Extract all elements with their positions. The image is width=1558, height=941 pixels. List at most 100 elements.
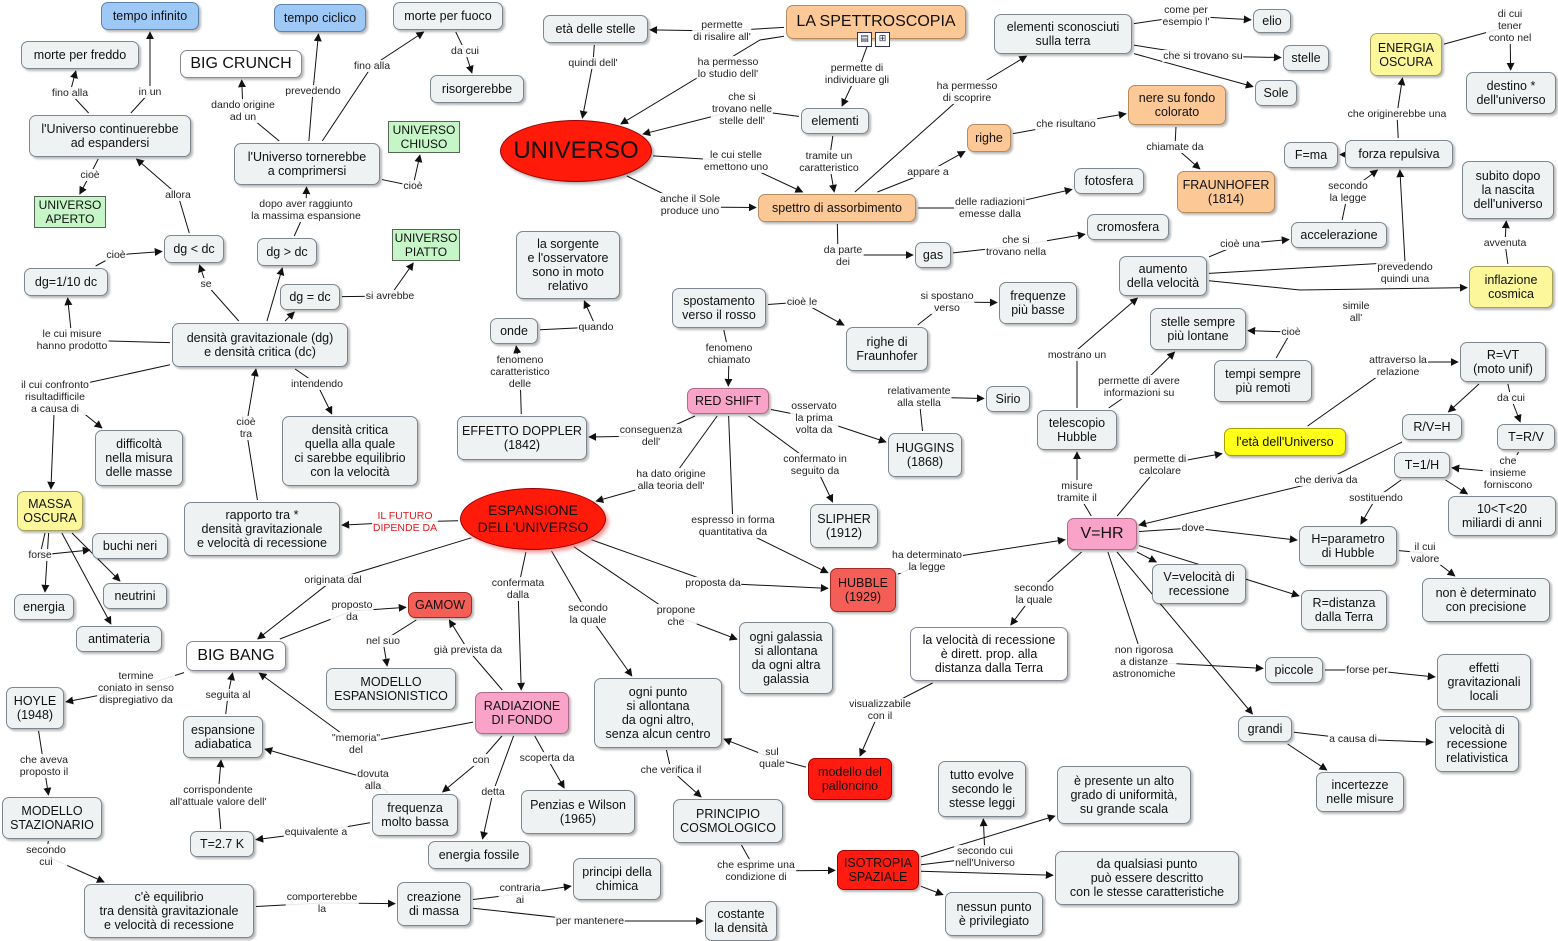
concept-incertezze[interactable]: incertezze nelle misure: [1316, 772, 1404, 812]
concept-fma[interactable]: F=ma: [1284, 142, 1338, 168]
concept-tornerebbe[interactable]: l'Universo tornerebbe a comprimersi: [234, 143, 380, 185]
concept-spostamento[interactable]: spostamento verso il rosso: [672, 288, 766, 328]
concept-piccole[interactable]: piccole: [1265, 657, 1323, 683]
concept-effetti-grav[interactable]: effetti gravitazionali locali: [1437, 654, 1531, 710]
concept-espansione-adiab[interactable]: espansione adiabatica: [183, 716, 263, 758]
concept-universo[interactable]: UNIVERSO: [500, 120, 652, 182]
concept-miliardi[interactable]: 10<T<20 miliardi di anni: [1448, 496, 1556, 536]
concept-red-shift[interactable]: RED SHIFT: [687, 388, 769, 414]
concept-righe-fraunhofer[interactable]: righe di Fraunhofer: [846, 327, 928, 371]
concept-uniformita[interactable]: è presente un alto grado di uniformità, …: [1057, 766, 1191, 824]
concept-energia-fossile[interactable]: energia fossile: [428, 841, 530, 869]
concept-elementi[interactable]: elementi: [801, 108, 869, 134]
concept-tempo-ciclico[interactable]: tempo ciclico: [274, 4, 366, 32]
concept-cromosfera[interactable]: cromosfera: [1087, 214, 1169, 240]
concept-t27[interactable]: T=2.7 K: [190, 831, 254, 857]
concept-vhr[interactable]: V=HR: [1067, 518, 1137, 550]
concept-h-param[interactable]: H=parametro di Hubble: [1299, 526, 1397, 566]
concept-big-crunch[interactable]: BIG CRUNCH: [180, 50, 302, 78]
concept-antimateria[interactable]: antimateria: [76, 626, 162, 652]
concept-modello-staz[interactable]: MODELLO STAZIONARIO: [2, 797, 102, 839]
concept-frequenza-bassa[interactable]: frequenza molto bassa: [372, 794, 458, 836]
concept-righe[interactable]: righe: [967, 124, 1011, 152]
concept-ogni-punto[interactable]: ogni punto si allontana da ogni altro, s…: [594, 678, 722, 748]
concept-densita-critica[interactable]: densità critica quella alla quale ci sar…: [282, 416, 418, 486]
concept-espansione[interactable]: ESPANSIONE DELL'UNIVERSO: [460, 488, 606, 550]
concept-principi-chimica[interactable]: principi della chimica: [573, 858, 661, 900]
concept-dg-minore[interactable]: dg < dc: [164, 235, 224, 263]
concept-spettro[interactable]: spettro di assorbimento: [758, 194, 916, 222]
concept-tempi-remoti[interactable]: tempi sempre più remoti: [1214, 360, 1312, 402]
concept-isotropia[interactable]: ISOTROPIA SPAZIALE: [837, 850, 919, 890]
concept-stelle[interactable]: stelle: [1283, 45, 1329, 71]
concept-nessun-punto[interactable]: nessun punto è privilegiato: [945, 892, 1043, 936]
concept-big-bang[interactable]: BIG BANG: [186, 641, 286, 671]
concept-modello-esp[interactable]: MODELLO ESPANSIONISTICO: [326, 668, 456, 710]
concept-sorgente[interactable]: la sorgente e l'osservatore sono in moto…: [516, 231, 620, 299]
concept-rapporto[interactable]: rapporto tra * densità gravitazionale e …: [184, 502, 340, 556]
concept-map-icon[interactable]: ⊞: [875, 32, 890, 47]
concept-vel-recessione-dir[interactable]: la velocità di recessione è dirett. prop…: [910, 627, 1068, 681]
concept-v-vel[interactable]: V=velocità di recessione: [1152, 564, 1246, 604]
concept-massa-oscura[interactable]: MASSA OSCURA: [17, 491, 83, 531]
concept-ogni-galassia[interactable]: ogni galassia si allontana da ogni altra…: [739, 622, 833, 694]
concept-radiazione[interactable]: RADIAZIONE DI FONDO: [475, 692, 569, 734]
concept-tutto-evolve[interactable]: tutto evolve secondo le stesse leggi: [938, 761, 1026, 817]
concept-equilibrio[interactable]: c'è equilibrio tra densità gravitazional…: [84, 884, 254, 938]
concept-risorgerebbe[interactable]: risorgerebbe: [430, 75, 524, 103]
concept-destino[interactable]: destino * dell'universo: [1466, 72, 1556, 114]
concept-hubble-1929[interactable]: HUBBLE (1929): [830, 568, 896, 612]
concept-spettroscopia[interactable]: LA SPETTROSCOPIA: [786, 5, 966, 39]
concept-palloncino[interactable]: modello del palloncino: [808, 758, 892, 800]
concept-t1h[interactable]: T=1/H: [1394, 452, 1450, 478]
concept-nere-fondo[interactable]: nere su fondo colorato: [1128, 85, 1226, 125]
concept-costante-densita[interactable]: costante la densità: [705, 901, 777, 941]
concept-morte-freddo[interactable]: morte per freddo: [21, 41, 139, 69]
concept-morte-fuoco[interactable]: morte per fuoco: [393, 2, 503, 30]
concept-energia[interactable]: energia: [14, 594, 74, 620]
concept-creazione-massa[interactable]: creazione di massa: [397, 882, 471, 926]
concept-energia-oscura[interactable]: ENERGIA OSCURA: [1370, 33, 1442, 76]
concept-continuerebbe[interactable]: l'Universo continuerebbe ad espandersi: [29, 115, 191, 157]
concept-stelle-lontane[interactable]: stelle sempre più lontane: [1150, 308, 1246, 350]
concept-slipher[interactable]: SLIPHER (1912): [810, 504, 878, 548]
concept-telescopio-hubble[interactable]: telescopio Hubble: [1037, 410, 1117, 450]
concept-aumento-velocita[interactable]: aumento della velocità: [1119, 256, 1207, 296]
concept-universo-aperto[interactable]: UNIVERSO APERTO: [34, 196, 106, 228]
concept-tempo-infinito[interactable]: tempo infinito: [101, 2, 199, 30]
concept-elio[interactable]: elio: [1253, 9, 1291, 33]
concept-r-dist[interactable]: R=distanza dalla Terra: [1301, 590, 1387, 630]
concept-qualsiasi-punto[interactable]: da qualsiasi punto può essere descritto …: [1055, 851, 1239, 905]
concept-dg-uguale[interactable]: dg = dc: [280, 284, 340, 310]
concept-onde[interactable]: onde: [490, 318, 538, 344]
concept-inflazione[interactable]: inflazione cosmica: [1469, 266, 1553, 308]
concept-forza-repulsiva[interactable]: forza repulsiva: [1345, 140, 1453, 168]
concept-grandi[interactable]: grandi: [1238, 716, 1292, 742]
concept-rvt[interactable]: R=VT (moto unif): [1460, 342, 1546, 382]
concept-gas[interactable]: gas: [915, 242, 951, 268]
concept-fraunhofer-1814[interactable]: FRAUNHOFER (1814): [1177, 171, 1275, 213]
concept-dg-110[interactable]: dg=1/10 dc: [24, 268, 108, 296]
concept-non-determinato[interactable]: non è determinato con precisione: [1422, 578, 1550, 622]
concept-eta-universo[interactable]: l'età dell'Universo: [1224, 428, 1346, 456]
concept-difficolta[interactable]: difficoltà nella misura delle masse: [95, 430, 183, 486]
concept-subito-dopo[interactable]: subito dopo la nascita dell'universo: [1462, 161, 1554, 219]
concept-gamow[interactable]: GAMOW: [408, 592, 472, 618]
concept-hoyle[interactable]: HOYLE (1948): [6, 687, 64, 729]
concept-effetto-doppler[interactable]: EFFETTO DOPPLER (1842): [457, 416, 587, 460]
note-icon[interactable]: ▤: [857, 32, 872, 47]
concept-frequenze-basse[interactable]: frequenze più basse: [999, 282, 1077, 324]
concept-buchi-neri[interactable]: buchi neri: [92, 533, 168, 559]
concept-trv[interactable]: T=R/V: [1497, 424, 1555, 450]
concept-penzias[interactable]: Penzias e Wilson (1965): [521, 790, 635, 834]
concept-accelerazione[interactable]: accelerazione: [1291, 222, 1387, 248]
concept-huggins[interactable]: HUGGINS (1868): [888, 433, 962, 477]
concept-densita-grav[interactable]: densità gravitazionale (dg) e densità cr…: [172, 323, 348, 367]
concept-neutrini[interactable]: neutrini: [103, 583, 167, 609]
concept-eta-stelle[interactable]: età delle stelle: [543, 15, 648, 43]
concept-sirio[interactable]: Sirio: [986, 386, 1030, 412]
concept-principio-cosm[interactable]: PRINCIPIO COSMOLOGICO: [673, 799, 783, 843]
concept-fotosfera[interactable]: fotosfera: [1074, 168, 1144, 194]
concept-sole[interactable]: Sole: [1255, 80, 1297, 106]
concept-universo-chiuso[interactable]: UNIVERSO CHIUSO: [388, 121, 460, 153]
